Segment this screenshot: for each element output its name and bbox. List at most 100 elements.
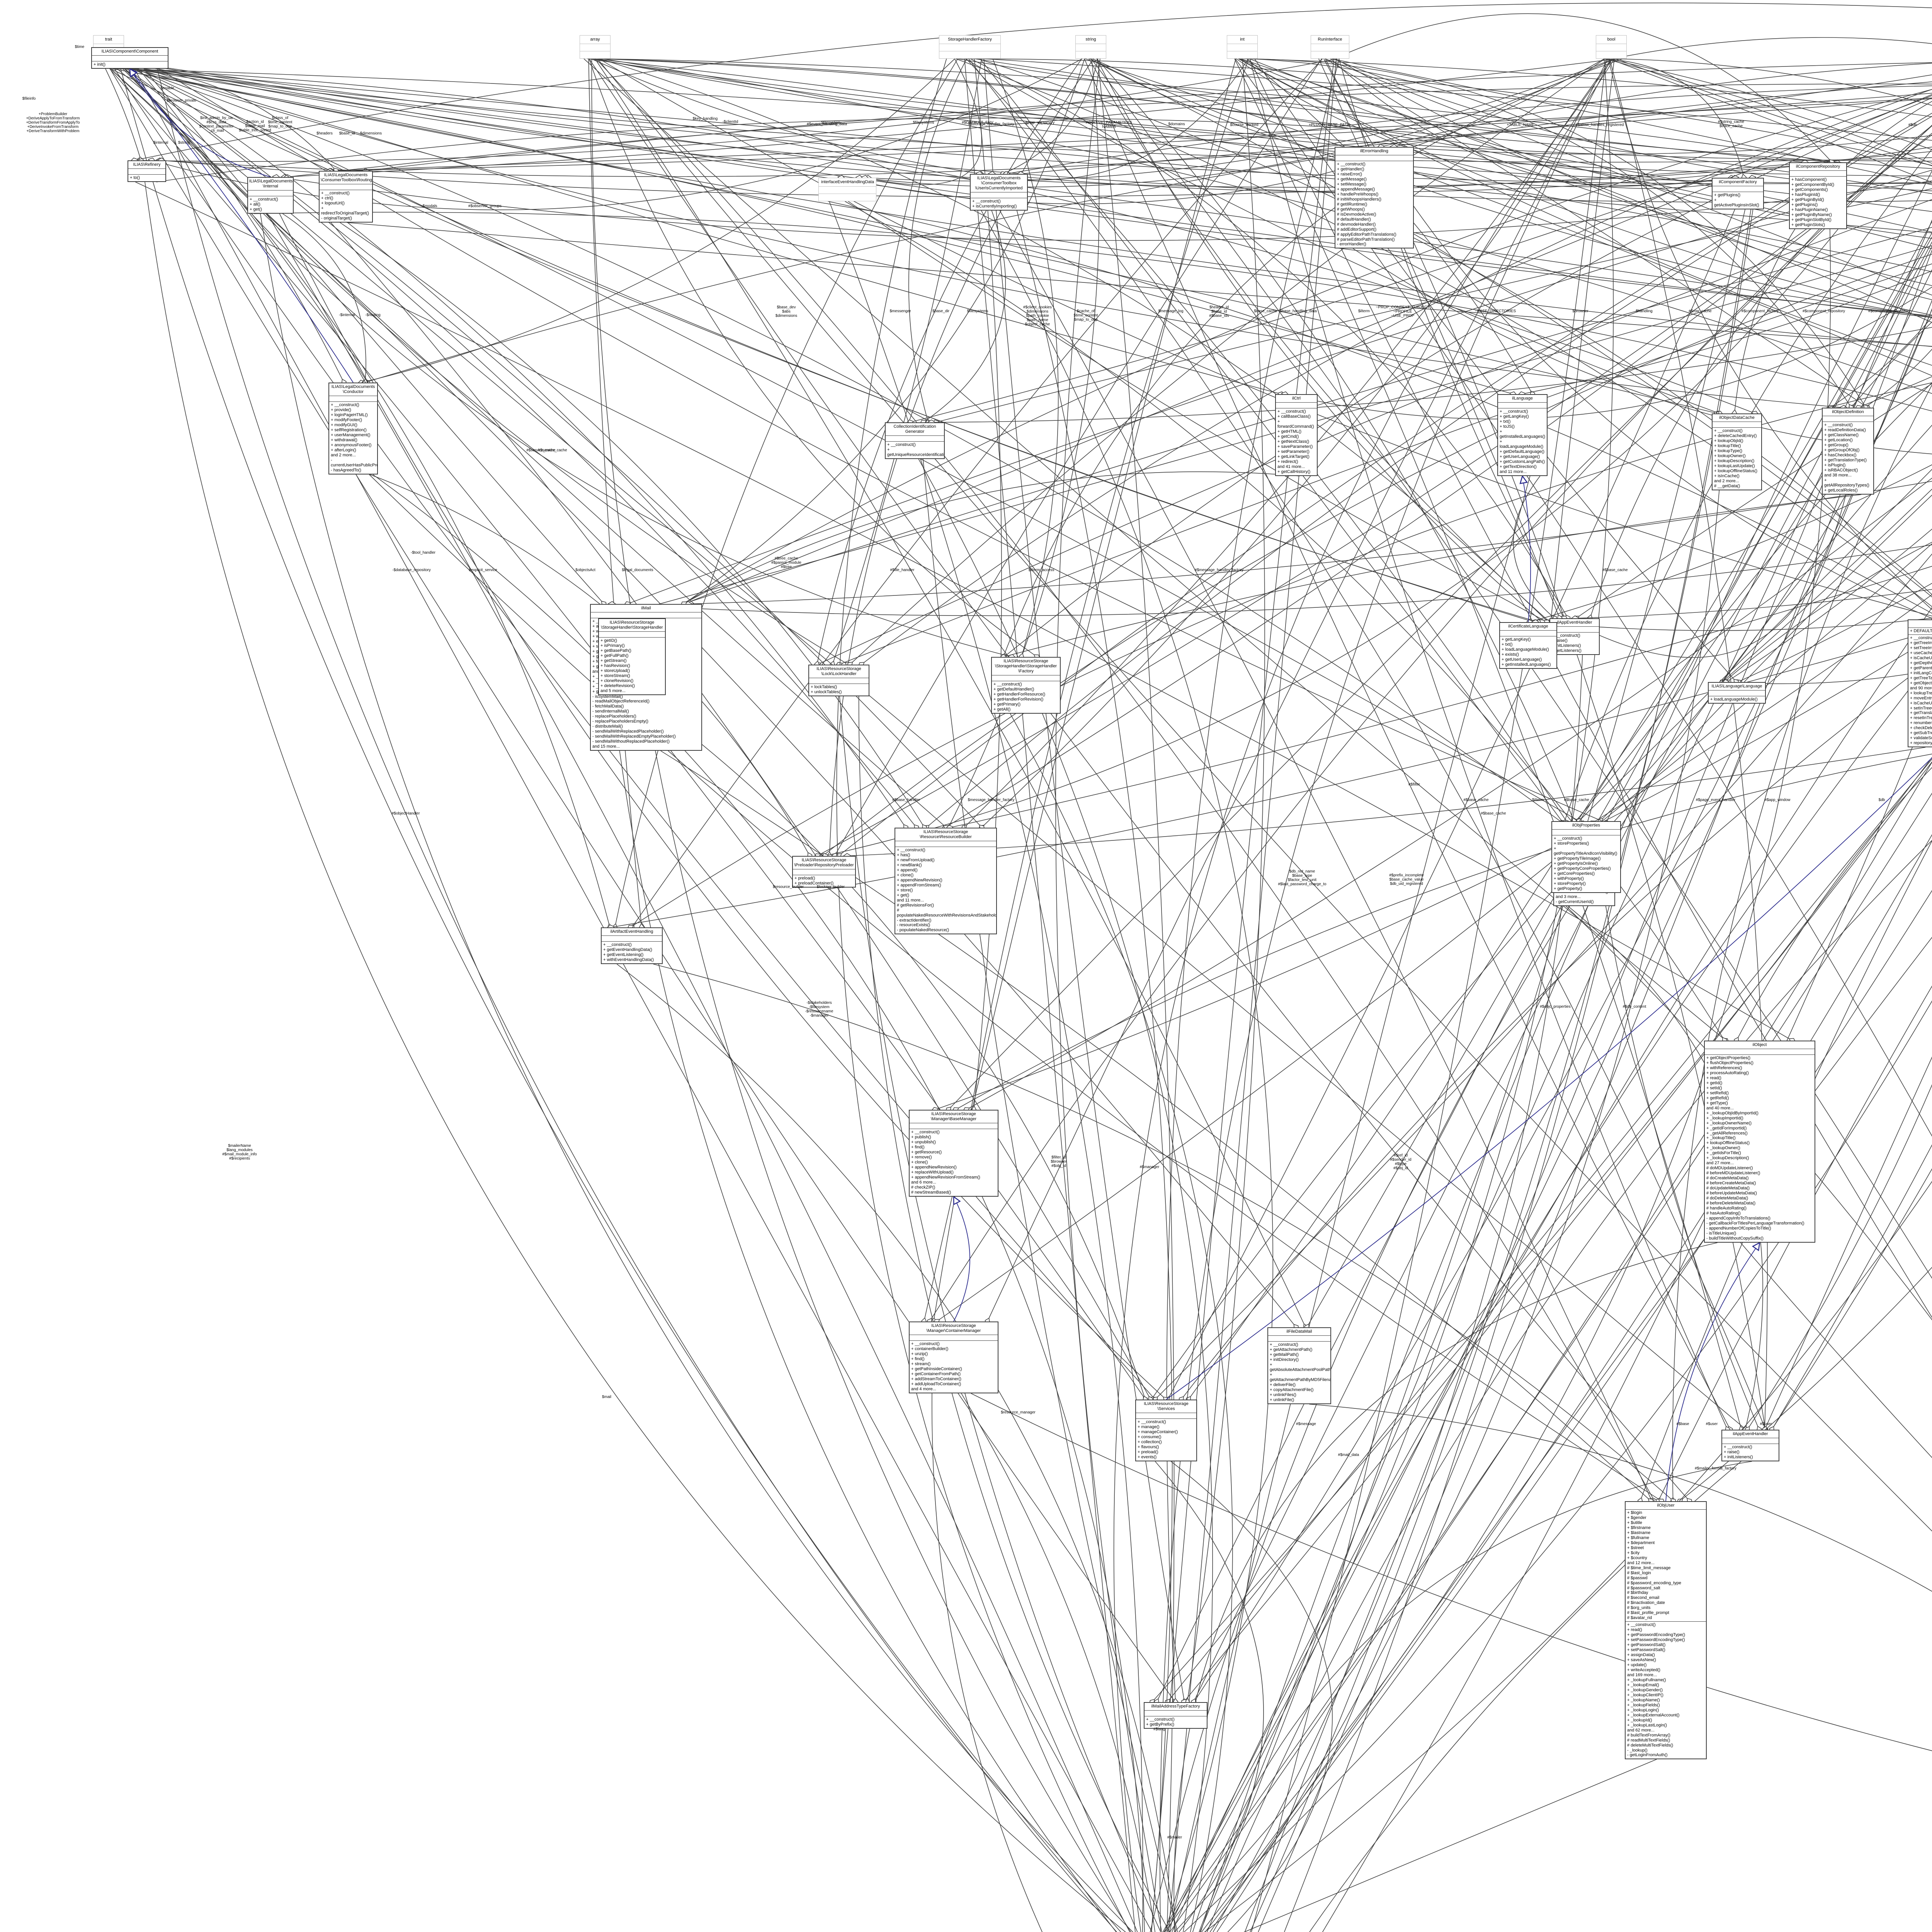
class-node[interactable]: ilMailAddressTypeFactory+ __construct() … — [1144, 1702, 1208, 1729]
class-node[interactable]: ilObjectDefinition+ __construct() + read… — [1822, 408, 1874, 495]
class-node[interactable]: StorageHandlerFactory — [939, 35, 1001, 59]
edge-label: #$prefix_incomplete $base_cache_value $d… — [1389, 873, 1424, 886]
class-node[interactable]: ILIAS\LegalDocuments \Internal+ __constr… — [247, 177, 294, 214]
usage-edge — [157, 151, 1932, 197]
class-node-attributes — [1145, 1711, 1207, 1716]
usage-edge — [680, 58, 1085, 607]
usage-edge — [956, 58, 1932, 607]
class-node-attributes — [320, 184, 372, 190]
usage-edge — [113, 68, 1722, 417]
class-node[interactable]: ILIAS\Refinery+ to() — [128, 160, 166, 182]
class-node[interactable]: ILIAS\LegalDocuments \Conductor+ __const… — [328, 383, 378, 474]
class-node-title: ilObjectDefinition — [1823, 408, 1873, 416]
class-node[interactable]: ILIAS\ResourceStorage \Manager\BaseManag… — [909, 1110, 998, 1197]
class-node[interactable]: int — [1227, 35, 1258, 59]
usage-edge — [1607, 58, 1932, 150]
inheritance-edge — [129, 68, 354, 383]
usage-edge — [357, 58, 955, 386]
usage-edge — [587, 58, 1932, 162]
usage-edge — [104, 58, 1178, 1706]
class-node-attributes — [1722, 1438, 1779, 1444]
class-node[interactable]: ilErrorHandling+ __construct() + getHand… — [1335, 147, 1414, 249]
edge-label: -$clientId — [722, 120, 738, 124]
inheritance-edge — [1519, 475, 1531, 622]
usage-edge — [1281, 286, 1932, 420]
edge-label: #$service_cache — [526, 448, 556, 452]
class-node[interactable]: ilAppEventHandler+ __construct() + raise… — [1721, 1430, 1779, 1461]
class-node[interactable]: CollectionIdentification Generator+ __co… — [885, 422, 945, 459]
usage-edge — [1721, 670, 1932, 685]
edge-label: $ilterm_access — [1028, 568, 1054, 572]
class-node-attributes — [1498, 403, 1547, 408]
class-node[interactable]: ILIAS\ResourceStorage \StorageHandler\St… — [598, 618, 666, 695]
edge-label: $cache_of $time_content $map_to_oop — [1073, 309, 1098, 322]
class-node-title: ILIAS\ResourceStorage \StorageHandler\St… — [599, 619, 665, 632]
class-node[interactable]: RunInterface — [1311, 35, 1349, 59]
usage-edge — [1572, 383, 1932, 621]
edge-label: $dimensions — [360, 131, 382, 136]
class-node-title: ILIAS\ResourceStorage \Resource\Resource… — [895, 828, 996, 841]
usage-edge — [839, 696, 1161, 1932]
edge-label: $ilterm — [1358, 309, 1370, 313]
usage-edge — [964, 58, 1136, 1932]
class-node[interactable]: ilComponentFactory+ getPlugins() + getAc… — [1712, 178, 1764, 209]
class-node[interactable]: ilObjUser+ $login + $gender + $utitle + … — [1625, 1501, 1707, 1760]
class-node[interactable]: ilTree+ DEFAULT_GAP+ __construct() + get… — [1908, 619, 1932, 748]
usage-edge — [819, 253, 1932, 859]
class-node[interactable]: ILIAS\ResourceStorage \Preloader\Reposit… — [792, 856, 856, 888]
class-node[interactable]: ilObjectDataCache+ __construct() + delet… — [1712, 413, 1762, 490]
class-node[interactable]: ILIAS\ResourceStorage \Manager\Container… — [909, 1321, 998, 1393]
class-node[interactable]: ilCertificateLanguage+ getLangKey() + tx… — [1499, 622, 1557, 669]
edge-label: #$mailer_format_factory — [1695, 1466, 1736, 1471]
class-node[interactable]: ilObject+ getObjectProperties() + flushO… — [1704, 1041, 1815, 1243]
edge-label: #$page_event_handler — [1696, 798, 1736, 802]
usage-edge — [325, 97, 1932, 174]
edge-label: #$row_cache — [1689, 309, 1712, 313]
class-node-attributes — [910, 1123, 998, 1129]
edge-label: #$user — [1760, 1422, 1772, 1426]
usage-edge — [134, 68, 1153, 1932]
class-node[interactable]: interfaceEventHandlingData — [818, 178, 876, 201]
usage-edge — [971, 58, 1002, 1114]
class-node[interactable]: ILIAS\LegalDocuments \ConsumerToolbox \U… — [970, 174, 1028, 211]
class-node-attributes — [1335, 155, 1413, 161]
usage-edge — [1609, 58, 1932, 183]
class-node[interactable]: ILIAS\ResourceStorage \Services+ __const… — [1135, 1400, 1197, 1461]
class-node[interactable]: ILIAS\LegalDocuments \ConsumerToolbox\Ro… — [319, 171, 373, 223]
edge-label: #$base_handler — [892, 798, 920, 802]
class-node-title: ilObjectDataCache — [1713, 414, 1761, 422]
class-node[interactable]: ilArtifactEventHandling+ __construct() +… — [601, 927, 663, 964]
class-node-attributes — [971, 192, 1027, 198]
class-node[interactable]: ilObjProperties+ __construct() + storePr… — [1551, 821, 1621, 893]
class-node[interactable]: ILIAS\ResourceStorage \StorageHandler\St… — [991, 657, 1061, 714]
edge-label: #$user — [1706, 1422, 1718, 1426]
class-node[interactable]: string — [1075, 35, 1106, 59]
usage-edge — [1734, 583, 1932, 685]
usage-edge — [1517, 270, 1932, 397]
edge-label: -$routing — [365, 313, 381, 317]
class-node[interactable]: ILIAS\ResourceStorage \Lock\LockHandler+… — [808, 665, 869, 696]
class-node[interactable]: ilLanguage+ __construct() + getLangKey()… — [1497, 394, 1548, 476]
usage-edge — [1002, 85, 1932, 177]
usage-edge — [1201, 834, 1932, 1932]
edge-label: #$base — [1676, 1422, 1689, 1426]
edge-label: #$objectHandler — [391, 811, 420, 816]
class-node[interactable]: ILIAS\Language\Language+ loadLanguageMod… — [1708, 682, 1766, 704]
class-node-attributes — [819, 187, 876, 194]
usage-edge — [588, 58, 1692, 1505]
usage-edge — [1613, 58, 1932, 106]
usage-edge — [283, 83, 1932, 180]
class-node[interactable]: ilComponentRepository+ hasComponent() + … — [1789, 162, 1847, 229]
class-node[interactable]: ilAppEventHandler+ __construct() + raise… — [1549, 618, 1600, 655]
usage-edge — [1244, 219, 1932, 1932]
usage-edge — [260, 213, 1133, 1932]
usage-edge — [1597, 308, 1932, 824]
class-node[interactable]: array — [580, 35, 611, 59]
class-node[interactable]: ILIAS\ResourceStorage \Resource\Resource… — [895, 828, 997, 935]
usage-edge — [1168, 58, 1337, 1932]
class-node[interactable]: ILIAS\Component\Component+ init() — [91, 47, 168, 69]
class-node[interactable]: ilFileDataMail+ __construct() + getAttac… — [1267, 1327, 1331, 1404]
class-node-attributes — [910, 1335, 998, 1341]
class-node[interactable]: ilCtrl+ __construct() + callBaseClass() … — [1275, 394, 1318, 476]
class-node[interactable]: bool — [1596, 35, 1627, 59]
